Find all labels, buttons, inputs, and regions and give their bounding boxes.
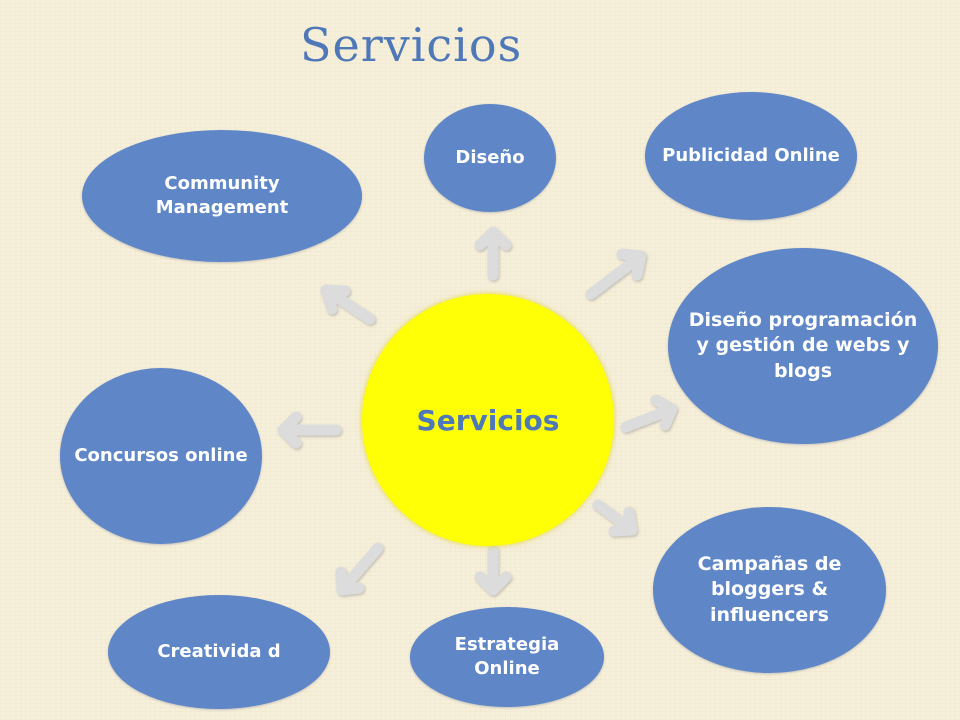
central-services-node: Servicios (362, 294, 614, 546)
arrow-to-diseno (474, 226, 512, 281)
node-creatividad: Creativida d (108, 595, 330, 709)
arrow-to-community (320, 284, 376, 325)
node-webs-blogs: Diseño programación y gestión de webs y … (668, 248, 938, 444)
arrow-to-campanas (592, 499, 638, 537)
node-concursos-online: Concursos online (60, 368, 262, 544)
arrow-to-webs (620, 394, 678, 433)
arrow-to-concursos (277, 411, 342, 449)
node-label: Creativida d (157, 640, 281, 662)
node-label: Campañas de bloggers & influencers (697, 552, 842, 626)
node-label: Community Management (155, 172, 289, 218)
node-campanas-bloggers: Campañas de bloggers & influencers (653, 507, 886, 673)
node-community-management: Community Management (82, 130, 362, 262)
node-label: Concursos online (74, 444, 248, 466)
arrow-to-creatividad (335, 542, 384, 596)
node-estrategia-online: Estrategia Online (410, 607, 604, 707)
node-label: Estrategia Online (454, 633, 560, 679)
node-label: Publicidad Online (662, 144, 840, 166)
arrow-to-publicidad (585, 248, 647, 300)
page-title: Servicios (300, 18, 523, 72)
arrow-to-estrategia (474, 544, 512, 596)
node-diseno: Diseño (424, 104, 556, 212)
node-publicidad-online: Publicidad Online (645, 92, 857, 220)
node-label: Diseño (455, 146, 525, 168)
node-label: Diseño programación y gestión de webs y … (688, 308, 918, 382)
center-label: Servicios (416, 403, 560, 437)
